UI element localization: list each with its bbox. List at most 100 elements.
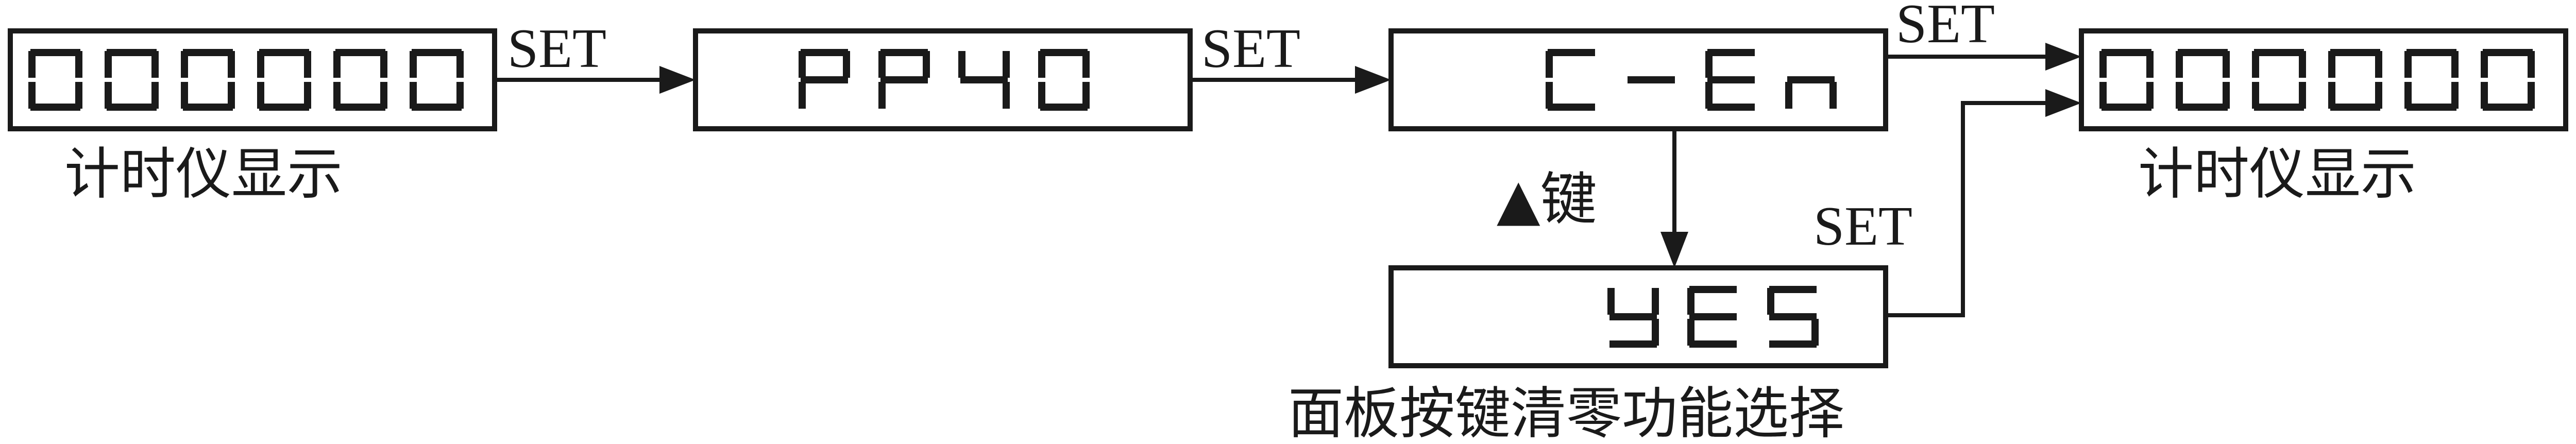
pp40-box [693,28,1193,131]
segment-b [1652,288,1659,315]
segment-a [2330,49,2380,56]
segment-d [259,104,309,111]
segment-a [259,49,309,56]
segment-b [75,51,82,78]
segment-f [1607,288,1615,315]
segment-f [257,51,264,78]
segment-f [799,51,806,78]
segment-e [2404,82,2412,109]
segment-e [28,82,36,109]
segment-c [2146,82,2154,109]
segment-e [257,82,264,109]
segment-e [2099,82,2107,109]
segment-f [105,51,112,78]
segment-f [2328,51,2335,78]
timer-end-box [2079,28,2568,131]
segment-b [304,51,311,78]
segment-g [1628,76,1675,83]
segment-b [2528,51,2535,78]
segment-b [2223,51,2230,78]
segment-f [2176,51,2183,78]
segment-e [2481,82,2488,109]
segment-g [880,76,928,83]
segment-c [1652,319,1659,346]
up-key-label: ▲键 [1497,166,1597,232]
segment-g [1609,313,1657,320]
segment-c [1811,319,1819,346]
segment-a [412,49,462,56]
segment-c [1003,82,1010,109]
segment-a [1548,49,1595,56]
segment-b [2299,51,2306,78]
set-label-3: SET [1896,0,1995,55]
segment-d [2102,104,2151,111]
segment-b [380,51,387,78]
timer-end-caption: 计时仪显示 [2138,142,2416,207]
arrowhead-3 [2045,43,2081,71]
segment-c [75,82,82,109]
segment-d [1707,104,1755,111]
segment-e [1785,82,1792,109]
timer-start-display [28,49,464,111]
segment-d [1689,340,1737,348]
segment-a [1689,286,1737,293]
segment-f [2404,51,2412,78]
segment-a [2102,49,2151,56]
yes-display [1607,286,1819,348]
segment-a [30,49,80,56]
segment-a [183,49,233,56]
segment-d [2330,104,2380,111]
segment-g [960,76,1008,83]
segment-f [1705,51,1713,78]
segment-a [335,49,385,56]
clear-function-caption: 面板按键清零功能选择 [1288,382,1844,444]
segment-a [1707,49,1755,56]
segment-f [333,51,341,78]
segment-f [1038,51,1045,78]
segment-f [878,51,886,78]
segment-f [181,51,188,78]
segment-c [2299,82,2306,109]
segment-g [1769,313,1817,320]
segment-b [151,51,159,78]
segment-c [380,82,387,109]
segment-c [2451,82,2459,109]
segment-f [1546,51,1553,78]
segment-c [1829,82,1837,109]
arrowhead-1 [659,66,696,94]
segment-d [412,104,462,111]
segment-g [1707,76,1755,83]
segment-e [333,82,341,109]
arrowhead-4 [2045,89,2081,117]
segment-d [2483,104,2533,111]
segment-e [878,82,886,109]
segment-d [2178,104,2228,111]
segment-a [1769,286,1817,293]
segment-b [2451,51,2459,78]
segment-c [304,82,311,109]
arrow-line-4 [1886,101,2058,317]
segment-f [28,51,36,78]
segment-a [2254,49,2304,56]
segment-e [410,82,417,109]
segment-a [2483,49,2533,56]
segment-c [151,82,159,109]
segment-b [1082,51,1090,78]
segment-a [801,49,848,56]
segment-e [1705,82,1713,109]
segment-d [335,104,385,111]
timer-start-box [8,28,497,131]
arrowhead-2 [1355,66,1391,94]
segment-f [2099,51,2107,78]
segment-f [2481,51,2488,78]
segment-d [183,104,233,111]
pp40-display [799,49,1090,111]
set-label-2: SET [1201,18,1300,79]
segment-e [1038,82,1045,109]
segment-e [2328,82,2335,109]
segment-c [456,82,464,109]
segment-a [107,49,157,56]
timer-end-display [2099,49,2535,111]
segment-a [2406,49,2456,56]
segment-f [1767,288,1774,315]
